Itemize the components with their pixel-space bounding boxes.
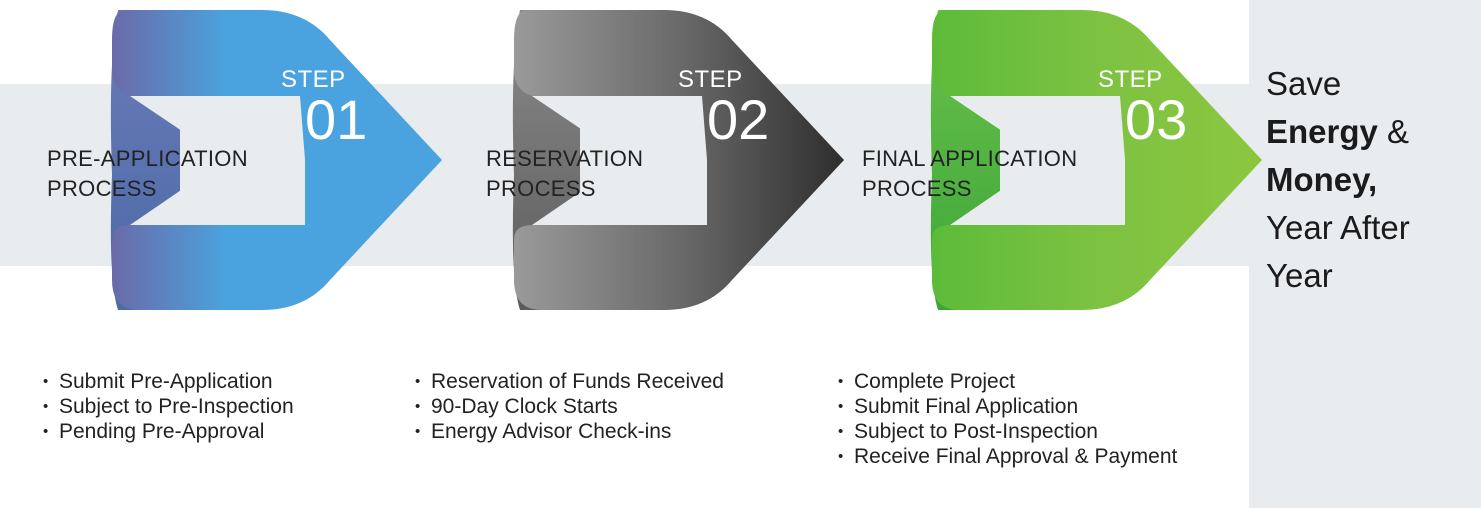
list-item: Complete Project — [834, 369, 1177, 394]
list-item: Subject to Post-Inspection — [834, 419, 1177, 444]
step-03-ribbon — [932, 10, 1262, 310]
tagline-panel — [1249, 0, 1481, 508]
list-item: Submit Pre-Application — [39, 369, 294, 394]
step-03-title-line-1: FINAL APPLICATION — [862, 146, 1078, 171]
step-02-bullets: Reservation of Funds Received 90-Day Clo… — [411, 369, 724, 444]
step-02-title-line-1: RESERVATION — [486, 146, 644, 171]
tagline-line-2: Energy & — [1266, 108, 1410, 156]
step-01-number: 01 — [305, 88, 368, 151]
tagline-line-3: Money, — [1266, 156, 1410, 204]
step-03-title-line-2: PROCESS — [862, 176, 972, 201]
step-01-label: STEP — [281, 66, 346, 93]
step-03-label: STEP — [1098, 66, 1163, 93]
step-01-bullets: Submit Pre-Application Subject to Pre-In… — [39, 369, 294, 444]
tagline-money: Money, — [1266, 161, 1378, 198]
list-item: Pending Pre-Approval — [39, 419, 294, 444]
step-03-number: 03 — [1125, 88, 1188, 151]
tagline-line-4: Year After — [1266, 209, 1410, 246]
list-item: Submit Final Application — [834, 394, 1177, 419]
step-01-ribbon — [112, 10, 442, 310]
step-02-label: STEP — [678, 66, 743, 93]
tagline-energy: Energy — [1266, 113, 1378, 150]
list-item: Energy Advisor Check-ins — [411, 419, 724, 444]
step-02-title-line-2: PROCESS — [486, 176, 596, 201]
step-03-notch — [950, 96, 1125, 225]
step-02-ribbon — [514, 10, 844, 310]
step-01-notch — [130, 96, 305, 225]
tagline-line-5: Year — [1266, 257, 1333, 294]
tagline-ampersand: & — [1377, 113, 1410, 150]
tagline: Save Energy & Money, Year After Year — [1266, 60, 1410, 300]
list-item: 90-Day Clock Starts — [411, 394, 724, 419]
tagline-line-1: Save — [1266, 65, 1342, 102]
list-item: Subject to Pre-Inspection — [39, 394, 294, 419]
step-02-number: 02 — [707, 88, 770, 151]
list-item: Reservation of Funds Received — [411, 369, 724, 394]
step-01-title-line-1: PRE-APPLICATION — [47, 146, 248, 171]
step-01-title-line-2: PROCESS — [47, 176, 157, 201]
step-02-notch — [532, 96, 707, 225]
step-03-bullets: Complete Project Submit Final Applicatio… — [834, 369, 1177, 469]
list-item: Receive Final Approval & Payment — [834, 444, 1177, 469]
